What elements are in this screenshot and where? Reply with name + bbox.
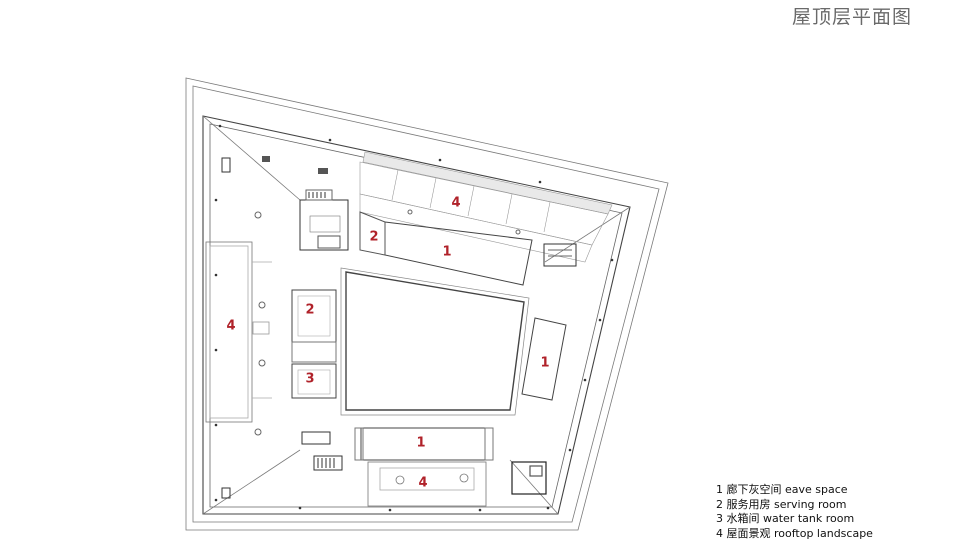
outer-boundary-inner	[192, 85, 660, 523]
hatched-band	[362, 151, 613, 215]
water-tank-room	[291, 363, 337, 399]
outer-boundary	[185, 77, 669, 531]
roof-edge	[202, 115, 631, 515]
drawing-title: 屋顶层平面图	[792, 6, 913, 28]
legend-item-tank: 3 水箱间 water tank room	[716, 512, 855, 525]
label-water-tank: 3	[305, 371, 315, 387]
stair-core	[299, 199, 349, 251]
label-eave-right: 1	[540, 355, 550, 371]
legend-item-landscape: 4 屋面景观 rooftop landscape	[716, 526, 873, 540]
corner-box	[511, 461, 547, 495]
legend-item-eave: 1 廊下灰空间 eave space	[716, 483, 848, 496]
courtyard-void	[345, 271, 525, 411]
label-serving-left: 2	[305, 302, 315, 318]
label-landscape-left: 4	[226, 318, 236, 334]
legend-item-serving: 2 服务用房 serving room	[716, 497, 847, 511]
eave-room-top	[384, 221, 533, 286]
eave-room-right	[521, 317, 567, 401]
label-landscape-top: 4	[451, 195, 461, 211]
landscape-bottom	[367, 461, 487, 507]
label-landscape-bottom: 4	[418, 475, 428, 491]
label-serving-top: 2	[369, 229, 379, 245]
label-eave-bottom: 1	[416, 435, 426, 451]
legend: 1 廊下灰空间 eave space 2 服务用房 serving room 3…	[716, 483, 873, 541]
label-eave-top: 1	[442, 244, 452, 260]
